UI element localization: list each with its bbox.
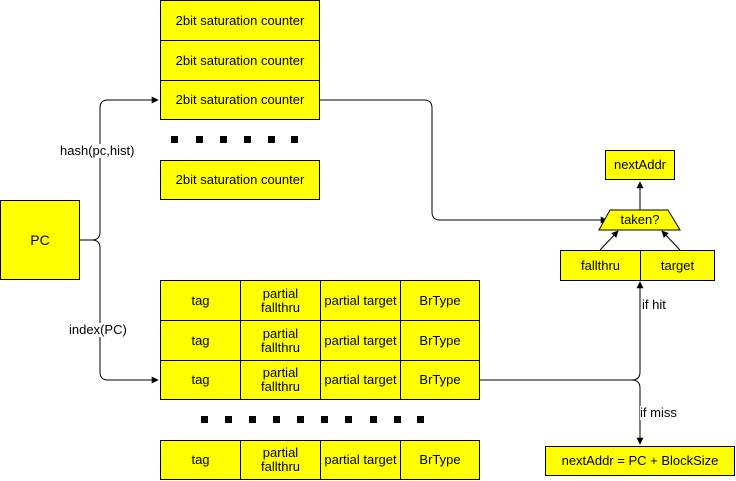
- ellipsis-dot: [268, 136, 275, 143]
- btb-brtype: BrType: [419, 332, 461, 348]
- btb-tag: tag: [191, 372, 210, 387]
- ellipsis-dot: [297, 416, 304, 423]
- fallthru-label: fallthru: [580, 257, 621, 273]
- btb-tag-cell: tag: [160, 280, 241, 321]
- ellipsis-dot: [321, 416, 328, 423]
- btb-target-cell: partial target: [320, 320, 401, 361]
- btb-target: partial target: [324, 372, 397, 387]
- btb-tag: tag: [191, 452, 210, 467]
- btb-brtype: BrType: [419, 372, 461, 387]
- wire-fallthru-to-taken: [599, 230, 619, 251]
- counter-entry: 2bit saturation counter: [160, 0, 320, 41]
- pc-box: PC: [0, 200, 80, 280]
- ellipsis-dot: [225, 416, 232, 423]
- if-hit-label: if hit: [642, 297, 666, 312]
- btb-brtype: BrType: [419, 292, 461, 308]
- btb-target: partial target: [324, 332, 397, 348]
- ellipsis-dot: [244, 136, 251, 143]
- wire-pc-to-counter: [80, 96, 159, 241]
- pc-label: PC: [30, 232, 50, 248]
- wire-pc-to-btb: [80, 239, 159, 384]
- wire-btb-to-miss: [631, 379, 644, 445]
- fallthru-box: fallthru: [560, 250, 641, 281]
- counter-entry: 2bit saturation counter: [160, 160, 320, 200]
- ellipsis-dot: [394, 416, 401, 423]
- btb-fallthru-cell: partial fallthru: [240, 280, 321, 321]
- ellipsis-dot: [273, 416, 280, 423]
- btb-brtype-cell: BrType: [400, 320, 480, 361]
- btb-tag: tag: [191, 292, 210, 308]
- ellipsis-dot: [220, 136, 227, 143]
- btb-fallthru-cell: partial fallthru: [240, 320, 321, 361]
- counter-entry-label: 2bit saturation counter: [175, 172, 305, 187]
- btb-brtype-cell: BrType: [400, 360, 480, 400]
- wire-btb-to-hit: [480, 281, 644, 381]
- btb-target-cell: partial target: [320, 280, 401, 321]
- counter-entry: 2bit saturation counter: [160, 80, 320, 120]
- ellipsis-dot: [370, 416, 377, 423]
- ellipsis-dot: [201, 416, 208, 423]
- btb-tag: tag: [191, 332, 210, 348]
- index-label: index(PC): [69, 322, 127, 337]
- btb-tag-cell: tag: [160, 360, 241, 400]
- btb-fallthru-cell: partial fallthru: [240, 360, 321, 400]
- btb-target-cell: partial target: [320, 360, 401, 400]
- next-addr-box: nextAddr: [605, 150, 675, 180]
- taken-label: taken?: [620, 212, 659, 227]
- btb-fallthru: partial fallthru: [260, 445, 301, 474]
- counter-entry-label: 2bit saturation counter: [175, 52, 305, 68]
- btb-fallthru-cell: partial fallthru: [240, 440, 321, 480]
- counter-entry-label: 2bit saturation counter: [175, 92, 305, 107]
- ellipsis-dot: [291, 136, 298, 143]
- wire-target-to-taken: [661, 230, 681, 251]
- btb-tag-cell: tag: [160, 320, 241, 361]
- btb-target-cell: partial target: [320, 440, 401, 480]
- btb-target: partial target: [324, 292, 397, 308]
- ellipsis-dot: [345, 416, 352, 423]
- btb-tag-cell: tag: [160, 440, 241, 480]
- counter-entry-label: 2bit saturation counter: [175, 12, 305, 28]
- btb-brtype-cell: BrType: [400, 280, 480, 321]
- ellipsis-dot: [249, 416, 256, 423]
- counter-entry: 2bit saturation counter: [160, 40, 320, 81]
- ellipsis-dot: [171, 136, 178, 143]
- hash-label: hash(pc,hist): [60, 143, 135, 158]
- btb-fallthru: partial fallthru: [260, 285, 301, 315]
- target-box: target: [640, 250, 715, 281]
- wire-counter-to-taken: [320, 99, 608, 224]
- btb-target: partial target: [324, 452, 397, 467]
- ellipsis-dot: [417, 416, 424, 423]
- btb-brtype: BrType: [419, 452, 461, 467]
- btb-brtype-cell: BrType: [400, 440, 480, 480]
- target-label: target: [660, 257, 695, 273]
- btb-fallthru: partial fallthru: [260, 365, 301, 394]
- btb-fallthru: partial fallthru: [260, 325, 301, 355]
- miss-result-box: nextAddr = PC + BlockSize: [545, 446, 735, 476]
- if-miss-label: if miss: [640, 405, 677, 420]
- miss-result-label: nextAddr = PC + BlockSize: [561, 453, 719, 468]
- next-addr-label: nextAddr: [613, 157, 667, 172]
- ellipsis-dot: [196, 136, 203, 143]
- taken-mux: taken?: [598, 209, 681, 231]
